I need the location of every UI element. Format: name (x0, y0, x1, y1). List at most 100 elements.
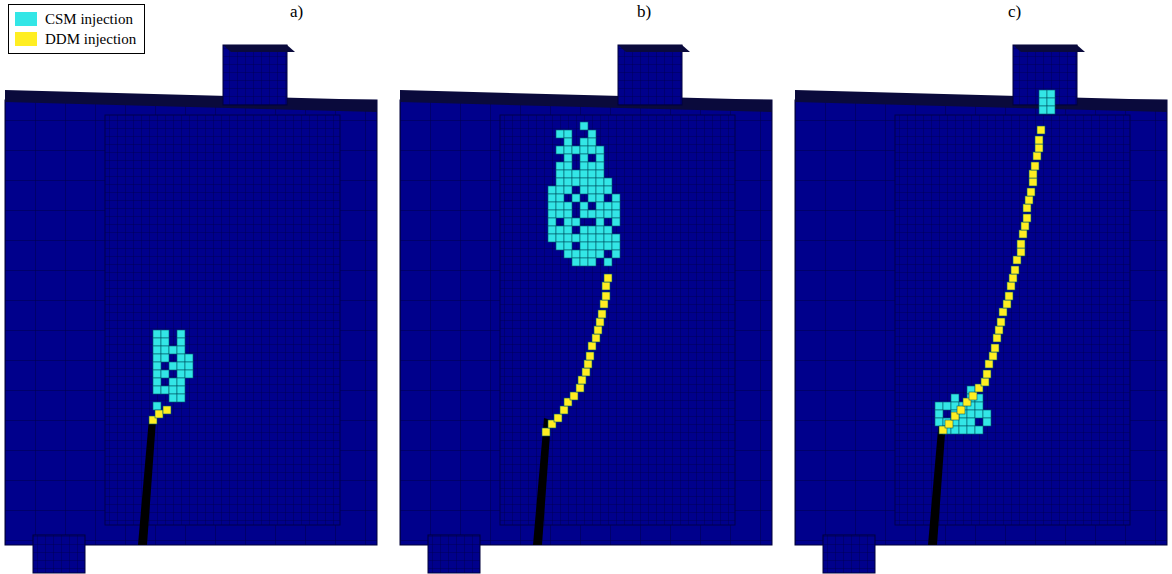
injected-element (564, 170, 572, 178)
injected-element (161, 338, 169, 346)
injected-element (153, 346, 161, 354)
injected-element (177, 362, 185, 370)
injected-element (556, 234, 564, 242)
injected-element (580, 202, 588, 210)
injected-element (153, 402, 161, 410)
injected-element (598, 310, 606, 318)
injected-element (588, 258, 596, 266)
injected-element (572, 194, 580, 202)
injected-element (991, 344, 999, 352)
injected-element (1013, 256, 1021, 264)
injected-element (564, 226, 572, 234)
legend-row: CSM injection (15, 9, 136, 29)
injected-element (580, 146, 588, 154)
injected-element (1027, 188, 1035, 196)
injected-element (588, 186, 596, 194)
injected-element (588, 178, 596, 186)
injected-element (572, 218, 580, 226)
injected-element (580, 242, 588, 250)
injected-element (580, 234, 588, 242)
injected-element (1007, 282, 1015, 290)
injected-element (564, 242, 572, 250)
injected-element (588, 242, 596, 250)
injected-element (596, 234, 604, 242)
injected-element (548, 218, 556, 226)
injected-element (580, 226, 588, 234)
injected-element (153, 378, 161, 386)
injected-element (596, 210, 604, 218)
mesh-panel (795, 45, 1167, 573)
injected-element (556, 226, 564, 234)
mesh-panel (400, 45, 772, 573)
injected-element (935, 418, 943, 426)
injected-element (989, 352, 997, 360)
injected-element (578, 376, 586, 384)
injected-element (177, 370, 185, 378)
injected-element (1029, 170, 1037, 178)
injected-element (945, 420, 953, 428)
injected-element (560, 406, 568, 414)
injected-element (604, 202, 612, 210)
injected-element (983, 418, 991, 426)
injected-element (935, 410, 943, 418)
injected-element (548, 194, 556, 202)
injected-element (1047, 90, 1055, 98)
injected-element (554, 414, 562, 422)
injected-element (586, 352, 594, 360)
injected-element (943, 402, 951, 410)
injected-element (153, 330, 161, 338)
injected-element (588, 146, 596, 154)
legend-text: CSM injection (45, 11, 133, 28)
injected-element (612, 194, 620, 202)
injected-element (1033, 152, 1041, 160)
injected-element (556, 162, 564, 170)
injected-element (1009, 274, 1017, 282)
injected-element (612, 210, 620, 218)
injected-element (572, 170, 580, 178)
injected-element (596, 226, 604, 234)
injected-element (1039, 106, 1047, 114)
injected-element (600, 300, 608, 308)
injected-element (556, 146, 564, 154)
injected-element (564, 250, 572, 258)
injected-element (1005, 292, 1013, 300)
injected-element (153, 354, 161, 362)
injected-element (564, 178, 572, 186)
legend-swatch (15, 12, 37, 26)
injected-element (596, 178, 604, 186)
injected-element (556, 186, 564, 194)
injected-element (580, 186, 588, 194)
injected-element (967, 410, 975, 418)
injected-element (153, 362, 161, 370)
injected-element (564, 202, 572, 210)
injected-element (1039, 98, 1047, 106)
injected-element (177, 354, 185, 362)
injected-element (564, 186, 572, 194)
injected-element (556, 242, 564, 250)
injected-element (604, 226, 612, 234)
injected-element (169, 386, 177, 394)
injected-element (564, 130, 572, 138)
injected-element (985, 360, 993, 368)
injected-element (185, 370, 193, 378)
injected-element (580, 250, 588, 258)
injected-element (177, 394, 185, 402)
injected-element (596, 242, 604, 250)
injected-element (602, 282, 610, 290)
injected-element (169, 362, 177, 370)
injected-element (596, 170, 604, 178)
injected-element (572, 234, 580, 242)
injected-element (584, 360, 592, 368)
injected-element (997, 318, 1005, 326)
injected-element (983, 410, 991, 418)
injected-element (548, 226, 556, 234)
injected-element (602, 292, 610, 300)
injected-element (548, 210, 556, 218)
injected-element (995, 326, 1003, 334)
legend-row: DDM injection (15, 29, 136, 49)
injected-element (959, 418, 967, 426)
injected-element (580, 162, 588, 170)
injected-element (596, 194, 604, 202)
injected-element (588, 234, 596, 242)
injected-element (1047, 98, 1055, 106)
